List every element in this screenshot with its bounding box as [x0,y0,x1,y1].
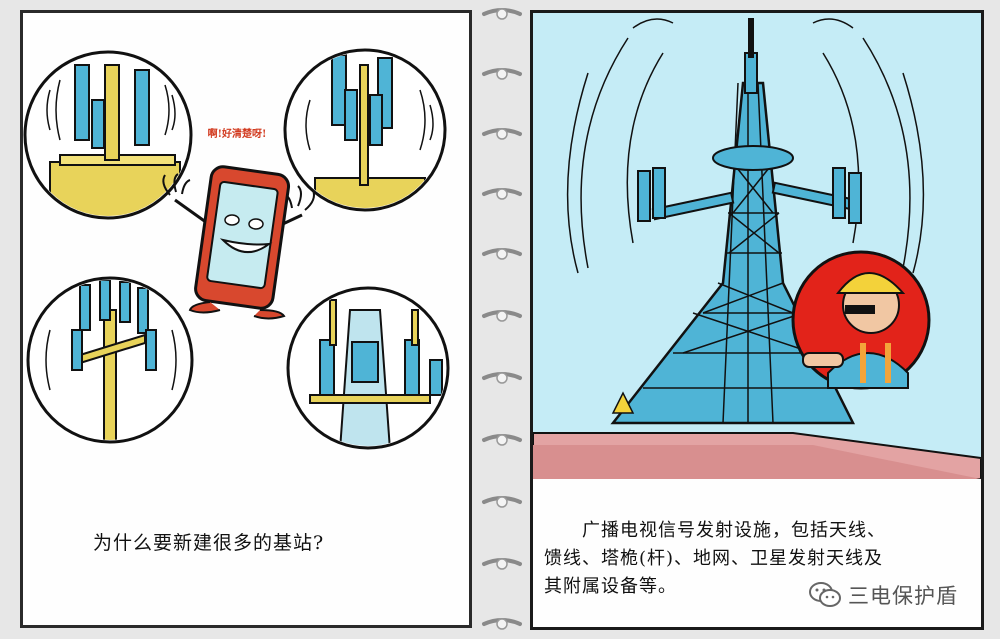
caption-line: 馈线、塔桅(杆)、地网、卫星发射天线及 [544,548,884,569]
pole-tower-circle-1 [283,48,447,212]
left-illustration [23,48,450,450]
worker-circle [791,250,931,390]
left-page-caption: 为什么要新建很多的基站? [93,532,325,554]
smartphone-character [162,165,315,320]
watermark-text: 三电保护盾 [848,585,958,608]
wechat-icon [809,582,841,607]
watermark: 三电保护盾 [808,579,958,611]
caption-line: 广播电视信号发射设施，包括天线、 [544,520,886,541]
right-page-caption: 广播电视信号发射设施，包括天线、 馈线、塔桅(杆)、地网、卫星发射天线及 其附属… [544,517,964,601]
pole-tower-circle-2 [26,276,194,444]
caption-line: 其附属设备等。 [544,576,677,597]
speech-text: 啊!好清楚呀! [207,129,267,140]
lattice-tower-circle [286,286,450,450]
spiral-binding [482,8,522,630]
broadcast-tower-illustration [533,13,981,479]
rooftop-tower-circle [23,50,193,220]
